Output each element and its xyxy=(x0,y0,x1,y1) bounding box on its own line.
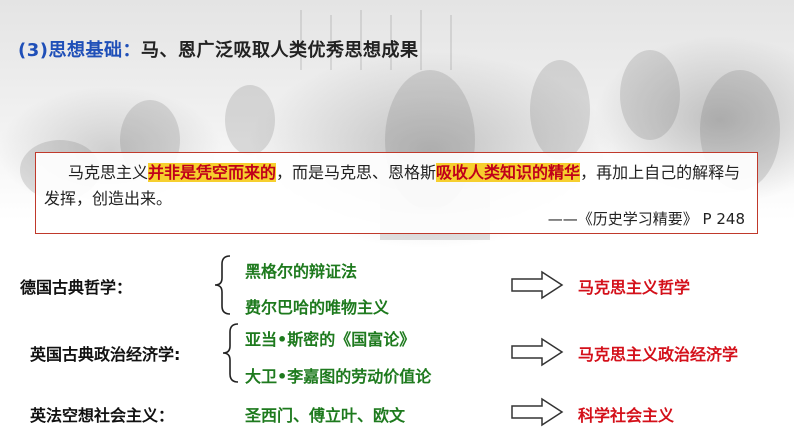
item-feuerbach-materialism: 费尔巴哈的唯物主义 xyxy=(245,298,390,317)
item-adam-smith: 亚当•斯密的《国富论》 xyxy=(245,330,416,349)
item-ricardo-labor-theory: 大卫•李嘉图的劳动价值论 xyxy=(245,367,432,386)
quote-text: 马克思主义并非是凭空而来的，而是马克思、恩格斯吸收人类知识的精华，再加上自己的解… xyxy=(44,160,749,212)
result-marxist-philosophy: 马克思主义哲学 xyxy=(578,278,691,297)
result-scientific-socialism: 科学社会主义 xyxy=(578,406,675,425)
quote-highlight-1: 并非是凭空而来的 xyxy=(148,163,277,182)
quote-box: 马克思主义并非是凭空而来的，而是马克思、恩格斯吸收人类知识的精华，再加上自己的解… xyxy=(35,152,758,234)
row-label-utopian-socialism: 英法空想社会主义： xyxy=(30,406,175,425)
title-prefix: (3)思想基础： xyxy=(18,40,141,61)
row-label-english-economics: 英国古典政治经济学: xyxy=(30,345,181,364)
page-title: (3)思想基础：马、恩广泛吸取人类优秀思想成果 xyxy=(18,36,418,62)
quote-part3: ，再加上自己的解释与发挥，创造出来。 xyxy=(44,163,741,208)
title-text: 马、恩广泛吸取人类优秀思想成果 xyxy=(140,40,419,61)
brace-icon xyxy=(214,255,231,315)
row-label-german-philosophy: 德国古典哲学： xyxy=(20,278,133,297)
item-hegel-dialectics: 黑格尔的辩证法 xyxy=(245,262,358,281)
arrow-right-icon xyxy=(511,270,564,300)
brace-icon xyxy=(222,323,239,383)
item-utopian-thinkers: 圣西门、傅立叶、欧文 xyxy=(245,406,406,425)
quote-part2: ，而是马克思、恩格斯 xyxy=(276,163,437,182)
arrow-right-icon xyxy=(511,337,564,367)
quote-source: ——《历史学习精要》 P 248 xyxy=(547,210,745,228)
result-marxist-political-economy: 马克思主义政治经济学 xyxy=(578,345,739,364)
arrow-right-icon xyxy=(511,397,564,427)
quote-highlight-2: 吸收人类知识的精华 xyxy=(436,163,581,182)
quote-part1: 马克思主义 xyxy=(68,163,149,182)
